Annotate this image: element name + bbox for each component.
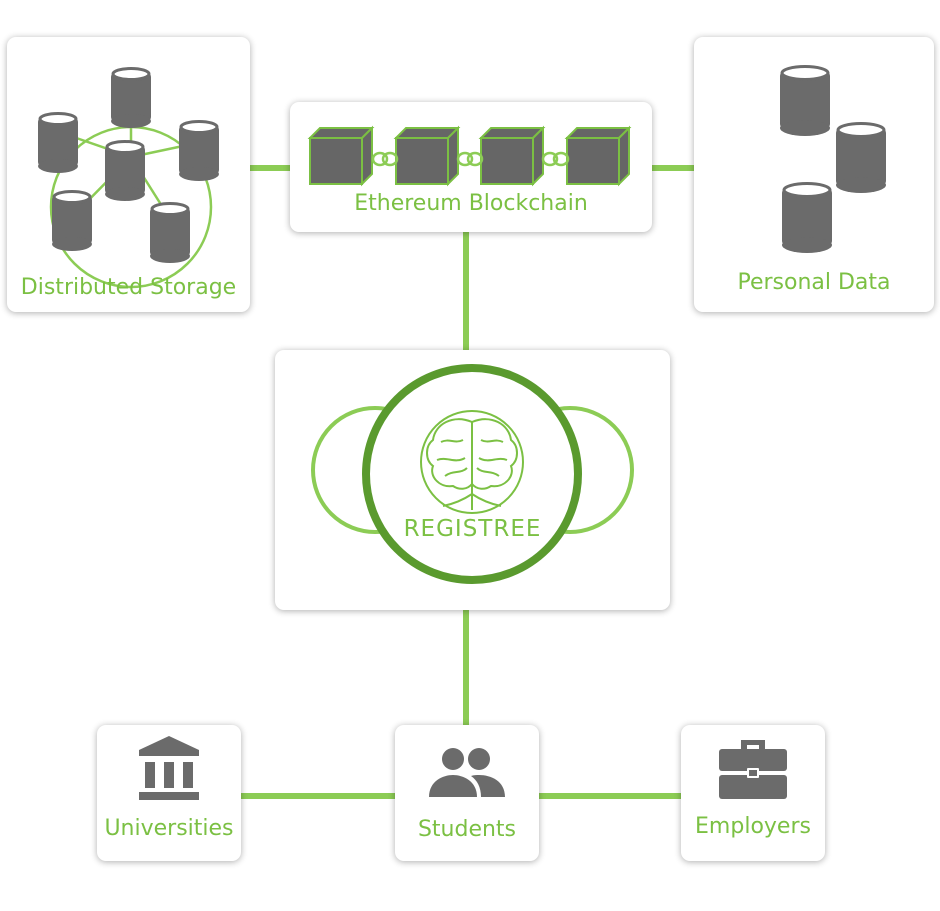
personal-data-label: Personal Data <box>737 270 891 295</box>
briefcase-icon <box>719 740 787 799</box>
universities-label: Universities <box>104 816 234 841</box>
database-icon <box>780 65 886 253</box>
connector-blockchain-registree <box>463 232 469 352</box>
database-network-icon <box>38 67 219 289</box>
registree-label: REGISTREE <box>403 516 542 542</box>
connector-registree-students <box>463 608 469 728</box>
universities-node: Universities <box>97 725 241 861</box>
employers-node: Employers <box>681 725 825 861</box>
blockchain-icon <box>307 125 632 187</box>
distributed-storage-node: Distributed Storage <box>7 37 250 312</box>
registree-node: REGISTREE <box>275 350 670 610</box>
students-label: Students <box>417 817 517 842</box>
brain-tree-logo-icon <box>311 364 634 584</box>
connector-blockchain-personal-data <box>650 165 696 171</box>
connector-universities-students <box>240 793 397 799</box>
students-node: Students <box>395 725 539 861</box>
blockchain-node: Ethereum Blockchain <box>290 102 652 232</box>
personal-data-node: Personal Data <box>694 37 934 312</box>
people-icon <box>429 748 505 797</box>
connector-storage-blockchain <box>248 165 292 171</box>
blockchain-label: Ethereum Blockchain <box>354 191 588 216</box>
employers-label: Employers <box>695 814 811 839</box>
distributed-storage-label: Distributed Storage <box>20 275 237 300</box>
connector-students-employers <box>537 793 683 799</box>
institution-icon <box>139 736 199 800</box>
